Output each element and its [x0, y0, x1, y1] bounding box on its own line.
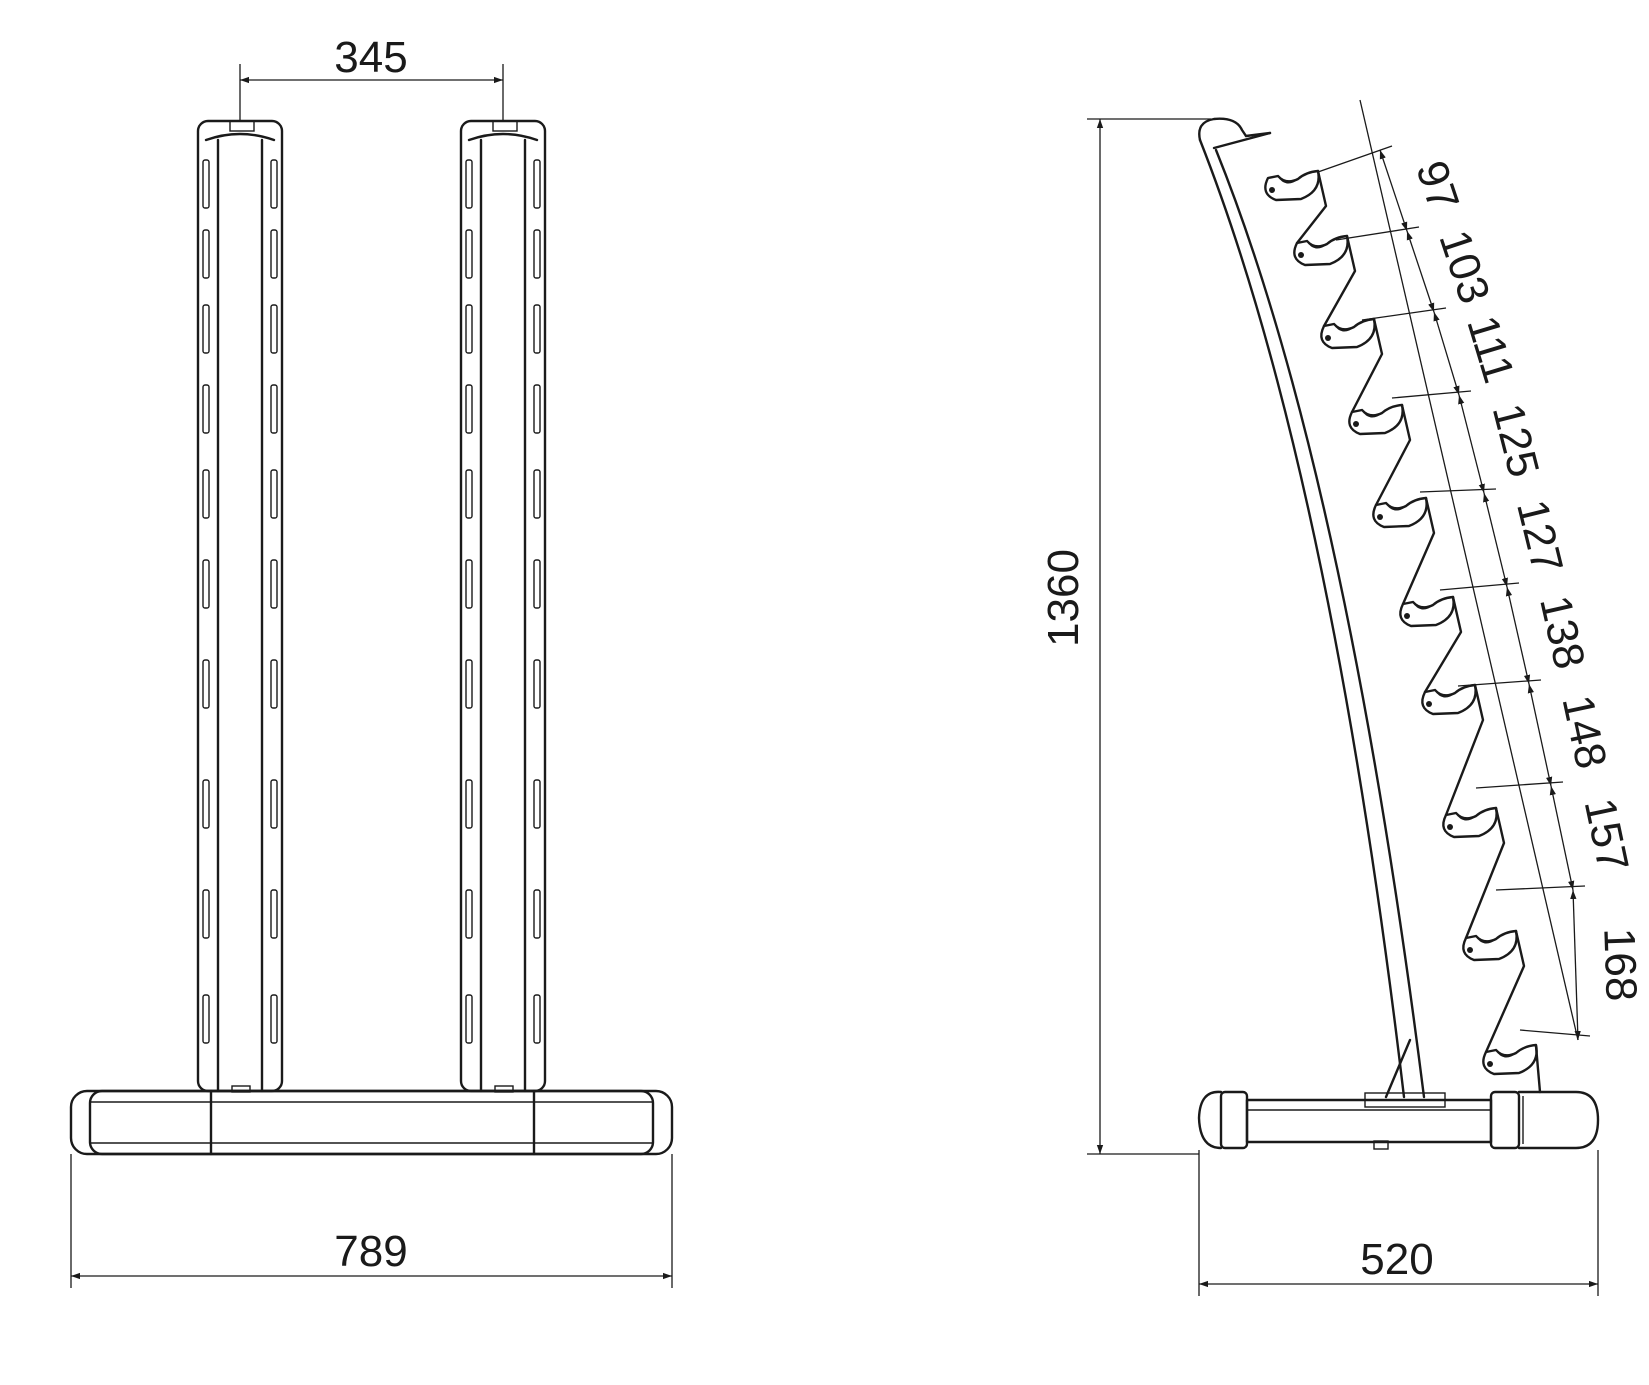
slot-hole [270, 384, 278, 434]
slot-hole [202, 229, 210, 279]
post-slot-holes [202, 159, 541, 1044]
tier-spacing-label: 148 [1552, 691, 1615, 773]
hook-rail [1464, 806, 1506, 940]
dimension-post-spacing: 345 [239, 33, 504, 121]
hook-5 [1372, 496, 1428, 529]
hook-8 [1442, 806, 1498, 839]
slot-hole [465, 889, 473, 939]
slot-hole [465, 159, 473, 209]
hook-rail [1295, 169, 1328, 245]
hook-rail [1322, 234, 1357, 328]
slot-hole [202, 304, 210, 354]
slot-hole [533, 659, 541, 709]
slot-hole [202, 889, 210, 939]
slot-hole [202, 159, 210, 209]
hook-rail [1423, 595, 1463, 694]
slot-hole [202, 384, 210, 434]
dimension-base-depth: 520 [1198, 1150, 1599, 1296]
dumbbell-hooks [1264, 169, 1542, 1094]
slot-hole [465, 994, 473, 1044]
dimension-base-width: 789 [70, 1154, 673, 1288]
slot-hole [465, 469, 473, 519]
post-spacing-label: 345 [334, 33, 407, 82]
hook-4 [1348, 403, 1404, 436]
slot-hole [202, 779, 210, 829]
slot-hole [533, 779, 541, 829]
slot-hole [465, 779, 473, 829]
slot-hole [270, 304, 278, 354]
slot-hole [533, 889, 541, 939]
tier-spacing-label: 168 [1594, 927, 1645, 1002]
slot-hole [533, 304, 541, 354]
hook-rail [1484, 929, 1526, 1054]
front-base [69, 1085, 674, 1156]
slot-hole [270, 889, 278, 939]
right-post [459, 119, 547, 1093]
hook-2 [1293, 234, 1349, 267]
slot-hole [533, 994, 541, 1044]
slot-hole [270, 994, 278, 1044]
base-depth-label: 520 [1360, 1235, 1433, 1284]
slot-hole [202, 469, 210, 519]
base-width-label: 789 [334, 1227, 407, 1276]
curved-upright [1198, 117, 1426, 1099]
tier-spacing-label: 103 [1429, 224, 1499, 309]
slot-hole [202, 659, 210, 709]
slot-hole [533, 159, 541, 209]
tier-spacing-label: 138 [1530, 591, 1594, 673]
hook-rail [1444, 683, 1485, 817]
left-post [196, 119, 284, 1093]
slot-hole [533, 559, 541, 609]
hook-9 [1462, 929, 1518, 962]
height-label: 1360 [1039, 549, 1088, 647]
slot-hole [270, 469, 278, 519]
slot-hole [270, 159, 278, 209]
tier-spacing-label: 111 [1457, 310, 1523, 388]
slot-hole [465, 229, 473, 279]
slot-hole [533, 229, 541, 279]
slot-hole [533, 469, 541, 519]
hook-rail [1374, 403, 1412, 507]
hook-3 [1320, 317, 1376, 350]
slot-hole [270, 559, 278, 609]
tier-spacing-label: 157 [1575, 794, 1638, 876]
slot-hole [270, 659, 278, 709]
tier-spacing-label: 97 [1406, 155, 1468, 217]
hook-6 [1399, 595, 1455, 628]
slot-hole [465, 659, 473, 709]
hook-7 [1421, 683, 1477, 716]
slot-hole [465, 559, 473, 609]
slot-hole [202, 559, 210, 609]
slot-hole [270, 229, 278, 279]
slot-hole [465, 384, 473, 434]
hook-rail [1401, 496, 1436, 606]
slot-hole [533, 384, 541, 434]
hook-rail [1350, 317, 1384, 414]
hook-10 [1482, 1043, 1538, 1076]
tier-spacing-label: 127 [1507, 495, 1572, 578]
hook-rail [1534, 1044, 1542, 1094]
slot-hole [202, 994, 210, 1044]
slot-hole [270, 779, 278, 829]
dimension-height: 1360 [1039, 118, 1211, 1155]
front-view: 345 789 [69, 33, 674, 1288]
tier-spacing-label: 125 [1483, 399, 1549, 482]
slot-hole [465, 304, 473, 354]
hook-1 [1264, 169, 1320, 202]
side-base [1197, 1090, 1600, 1150]
